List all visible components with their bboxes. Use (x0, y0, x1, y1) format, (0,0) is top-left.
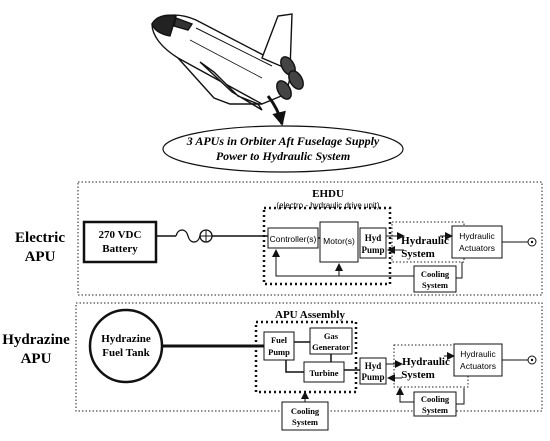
shuttle-windows (173, 17, 194, 31)
banner-line-2: Power to Hydraulic System (216, 149, 350, 163)
hydrazine-cooling-bottom-label-2: System (292, 417, 318, 427)
turbine-to-fuel-pump (285, 360, 304, 373)
hydrazine-actuators-label-2: Actuators (460, 361, 496, 371)
fuse-symbol (175, 229, 201, 243)
banner-line-1: 3 APUs in Orbiter Aft Fuselage Supply (186, 134, 380, 148)
shuttle-engines (276, 56, 304, 100)
shuttle-bay-line (195, 27, 273, 67)
gas-generator-label-2: Generator (312, 342, 350, 352)
shuttle-belly (177, 57, 262, 105)
hydrazine-hydraulic-system-label-1: Hydraulic (402, 356, 450, 368)
electric-hyd-pump-label-1: Hyd (365, 233, 382, 243)
hydrazine-actuators-label-1: Hydraulic (460, 349, 496, 359)
hydrazine-cooling-right-label-2: System (422, 405, 448, 415)
hydrazine-cooling-right-loop (396, 387, 414, 403)
hydrazine-actuators-box (453, 343, 503, 377)
hydrazine-hyd-pump-box (359, 357, 387, 385)
banner-ellipse (162, 125, 404, 173)
motor-box (319, 221, 359, 263)
electric-hydraulic-system-label-1: Hydraulic (401, 235, 449, 247)
fuel-tank-label-1: Hydrazine (101, 333, 151, 345)
engine-nozzle-2 (288, 70, 304, 90)
hydrazine-cooling-bottom-label-1: Cooling (291, 406, 320, 416)
hydrazine-hydraulic-system-label-2: System (401, 369, 435, 381)
apu-assembly-title: APU Assembly (275, 309, 345, 321)
breaker-cross (200, 230, 212, 242)
electric-cooling-label-2: System (422, 280, 448, 290)
fuel-pump-label-2: Pump (268, 347, 290, 357)
electric-apu-boundary (77, 181, 543, 296)
electric-apu-title-1: Electric (15, 230, 65, 246)
electric-apu-title-2: APU (25, 249, 56, 265)
actuator-end-dot (530, 240, 534, 244)
fuel-pump-box (263, 331, 295, 361)
shuttle-tail (261, 13, 293, 72)
electric-cooling-label-1: Cooling (421, 269, 450, 279)
cooling-loop-right (456, 262, 463, 279)
battery-label-2: Battery (102, 243, 138, 255)
aft-pointer-arrow (266, 95, 286, 126)
battery-box (82, 220, 158, 264)
hydrazine-cooling-box-bottom (281, 401, 329, 431)
ehdu-boundary (262, 206, 392, 286)
gas-generator-box (309, 327, 353, 355)
hydrazine-apu-title-1: Hydrazine (2, 332, 70, 348)
electric-cooling-box (413, 265, 457, 293)
hydrazine-actuator-end-dot (530, 358, 534, 362)
ehdu-subtitle: (electro - hydraulic drive unit) (276, 201, 379, 210)
shuttle-bay-line-2 (189, 39, 263, 79)
fuel-pump-label-1: Fuel (271, 335, 288, 345)
cooling-loop-outer (272, 249, 414, 277)
controller-label: Controller(s) (270, 234, 317, 244)
hydrazine-cooling-right-loop-2 (456, 388, 465, 405)
hydrazine-apu-title-2: APU (21, 351, 52, 367)
turbine-label: Turbine (310, 368, 339, 378)
space-shuttle-illustration (151, 13, 304, 111)
hydrazine-hyd-pump-label-2: Pump (361, 372, 384, 382)
electric-actuators-label-2: Actuators (459, 243, 495, 253)
shuttle-nose (151, 14, 177, 37)
electric-actuators-label-1: Hydraulic (459, 231, 495, 241)
electric-hyd-pump-label-2: Pump (361, 245, 384, 255)
hydrazine-hyd-pump-label-1: Hyd (365, 361, 382, 371)
fuel-tank-label-2: Fuel Tank (102, 347, 150, 359)
ehdu-title: EHDU (312, 188, 344, 200)
engine-nozzle-3 (276, 80, 292, 100)
banner: 3 APUs in Orbiter Aft Fuselage Supply Po… (162, 125, 404, 173)
electric-apu-section: Electric APU EHDU (electro - hydraulic d… (15, 181, 543, 296)
fuel-tank (88, 308, 164, 384)
electric-hydraulic-system-label-2: System (401, 248, 435, 260)
motor-label: Motor(s) (323, 236, 355, 246)
gas-generator-label-1: Gas (324, 331, 339, 341)
battery-label-1: 270 VDC (99, 229, 142, 241)
hydrazine-apu-section: Hydrazine APU APU Assembly Hydrazine Fue… (2, 302, 543, 431)
electric-hyd-pump-box (359, 227, 387, 259)
hydrazine-cooling-right-label-1: Cooling (421, 394, 450, 404)
hydrazine-cooling-box-right (413, 391, 457, 417)
